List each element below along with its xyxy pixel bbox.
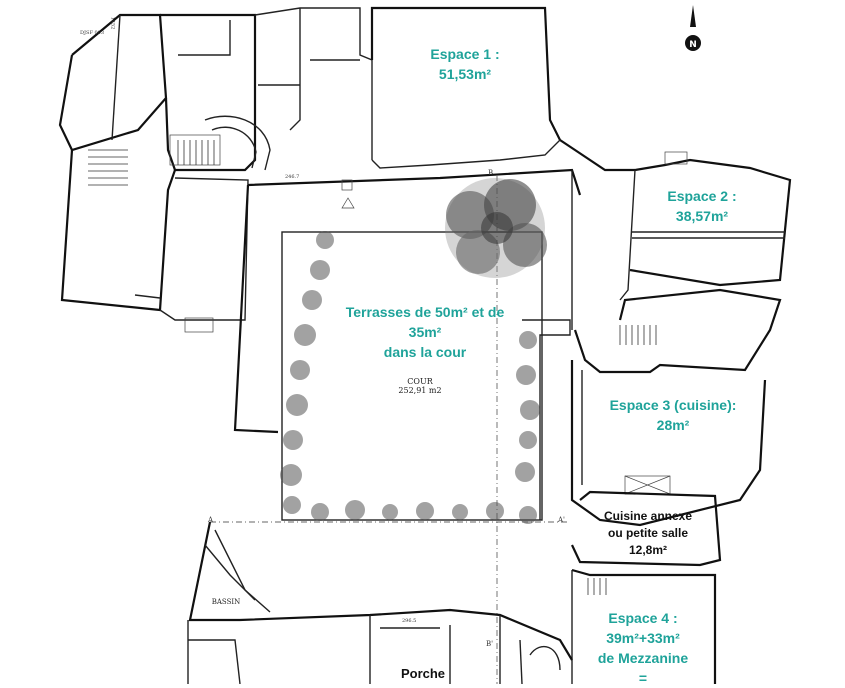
stairs-espace4 [587,578,607,595]
cuisine-annexe-title: Cuisine annexe [603,509,693,523]
hedge-right [515,331,540,482]
hedge-left [280,231,334,514]
espace-2-walls [619,151,792,301]
terrasses-label: Terrasses de 50m² et de 35m² dans la cou… [330,302,520,362]
section-a-left: A [208,516,214,524]
cuisine-annexe-subtitle: ou petite salle [607,526,689,540]
espace-4-area: 39m²+33m² [606,630,680,646]
espace-2-area: 38,57m² [675,208,729,224]
espace-3-walls [570,288,782,527]
left-wing [60,149,279,434]
espace-2-label: Espace 2 : 38,57m² [632,186,772,226]
cour-label: COUR 252,91 m2 [380,377,460,395]
cuisine-annexe-walls [571,490,722,567]
espace-4-title: Espace 4 : [608,610,678,626]
espace-3-title: Espace 3 (cuisine): [609,397,737,413]
espace-4-equals: = [638,670,648,686]
cour-name: COUR [407,377,433,386]
dimension-2: 246.7 [285,174,300,180]
espace-4-walls [571,568,717,684]
cuisine-annexe-area: 12,8m² [628,543,668,557]
courtyard [210,168,582,684]
section-b-bottom: B' [486,640,494,648]
espace-1-area: 51,53m² [438,66,492,82]
terrasses-line-3: dans la cour [383,344,467,360]
cuisine-annexe-label: Cuisine annexe ou petite salle 12,8m² [592,508,704,559]
espace-4-mezzanine: de Mezzanine [597,650,689,666]
espace-3-label: Espace 3 (cuisine): 28m² [588,395,758,435]
stairs-left [88,149,128,186]
north-arrow-icon: N [685,5,701,51]
stairs-top-left [177,140,215,165]
reference-code: DJSF 003 [80,30,105,36]
dimension-1: 1452 [109,16,116,30]
section-a-right: A' [558,516,565,524]
cour-area: 252,91 m2 [398,386,442,395]
porche-label: Porche [378,665,468,682]
terrasses-line-1: Terrasses de 50m² et de [345,304,505,320]
section-b-top: B [488,169,494,177]
espace-1-label: Espace 1 : 51,53m² [395,44,535,84]
top-left-rooms [58,7,373,186]
dimension-3: 296.5 [402,618,417,624]
espace-1-walls [370,6,635,172]
espace-2-title: Espace 2 : [667,188,737,204]
svg-text:N: N [689,40,697,50]
porche-title: Porche [400,666,446,681]
bassin-label: BASSIN [211,598,241,606]
tree-icon [445,178,547,278]
espace-3-area: 28m² [656,417,690,433]
stairs-right [619,325,657,345]
hedge-bottom [311,500,537,524]
bottom-area [187,521,573,684]
espace-1-title: Espace 1 : [430,46,500,62]
terrasses-line-2: 35m² [408,324,442,340]
espace-4-label: Espace 4 : 39m²+33m² de Mezzanine = [578,608,708,688]
